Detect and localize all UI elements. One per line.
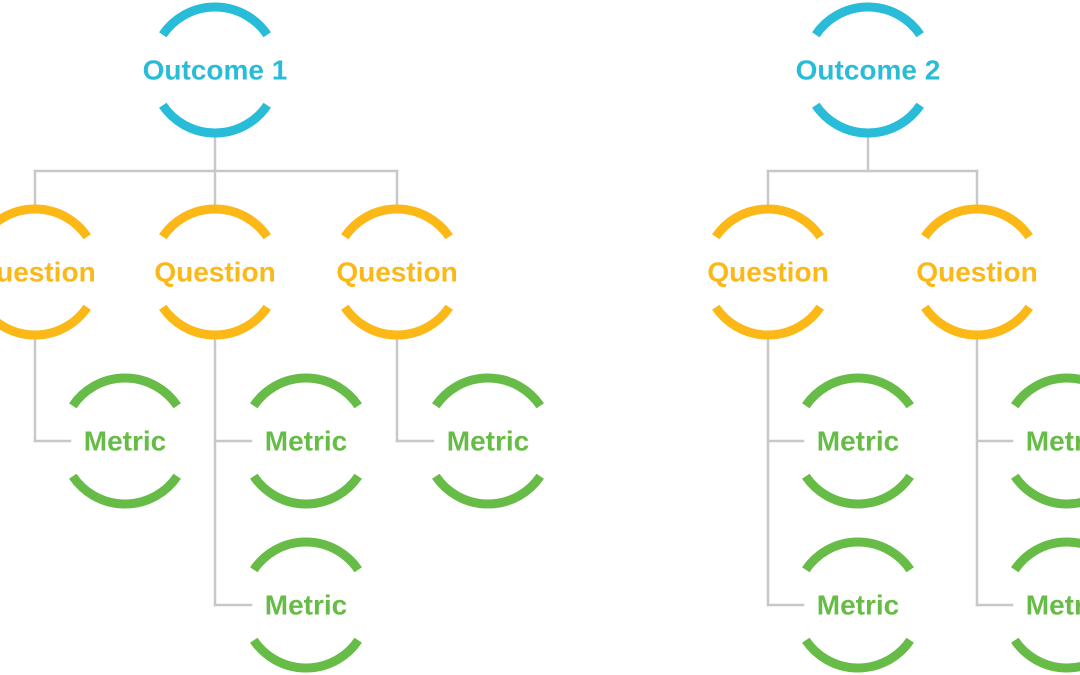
outcome-ring-bottom	[159, 102, 271, 138]
question-node: Question	[336, 204, 458, 340]
metric-node: Metric	[432, 373, 544, 509]
outcome-tree-1: Outcome 1QuestionMetricQuestionMetricMet…	[0, 2, 544, 673]
metric-node: Metric	[802, 373, 914, 509]
question-label: Question	[707, 257, 828, 288]
question-node: Question	[707, 204, 829, 340]
outcome-ring-bottom	[812, 102, 924, 138]
question-node: Question	[916, 204, 1038, 340]
outcome-label: Outcome 2	[796, 55, 941, 86]
connectors	[33, 131, 435, 607]
question-ring-top	[341, 204, 453, 240]
metric-node: Metric	[1011, 537, 1080, 673]
metric-ring-bottom	[250, 637, 362, 673]
outcome-node: Outcome 2	[796, 2, 941, 138]
metric-ring-top	[802, 537, 914, 573]
outcome-label: Outcome 1	[143, 55, 288, 86]
question-label: Question	[154, 257, 275, 288]
question-ring-top	[0, 204, 91, 240]
outcome-node: Outcome 1	[143, 2, 288, 138]
metric-node: Metric	[802, 537, 914, 673]
metric-ring-top	[250, 373, 362, 409]
metric-label: Metric	[265, 590, 347, 621]
metric-label: Metric	[265, 426, 347, 457]
metric-ring-bottom	[1011, 473, 1080, 509]
metric-label: Metric	[84, 426, 166, 457]
question-ring-bottom	[0, 304, 91, 340]
metric-node: Metric	[69, 373, 181, 509]
metric-ring-bottom	[802, 473, 914, 509]
question-ring-bottom	[159, 304, 271, 340]
question-label: Question	[336, 257, 457, 288]
question-label: Question	[0, 257, 96, 288]
metric-ring-bottom	[802, 637, 914, 673]
metric-ring-top	[69, 373, 181, 409]
metric-ring-top	[1011, 373, 1080, 409]
question-ring-bottom	[921, 304, 1033, 340]
connectors	[766, 131, 1014, 607]
question-label: Question	[916, 257, 1037, 288]
question-ring-top	[159, 204, 271, 240]
metric-ring-top	[250, 537, 362, 573]
outcome-ring-top	[159, 2, 271, 38]
metric-node: Metric	[250, 373, 362, 509]
question-node: Question	[0, 204, 96, 340]
metric-node: Metric	[1011, 373, 1080, 509]
metric-label: Metric	[817, 590, 899, 621]
outcome-tree-2: Outcome 2QuestionMetricMetricQuestionMet…	[707, 2, 1080, 673]
metric-ring-top	[432, 373, 544, 409]
metric-ring-bottom	[250, 473, 362, 509]
metric-label: Metric	[447, 426, 529, 457]
question-ring-top	[712, 204, 824, 240]
question-node: Question	[154, 204, 276, 340]
question-ring-top	[921, 204, 1033, 240]
metric-label: Metric	[1026, 590, 1080, 621]
metric-ring-bottom	[69, 473, 181, 509]
metric-node: Metric	[250, 537, 362, 673]
metric-label: Metric	[817, 426, 899, 457]
metric-ring-top	[802, 373, 914, 409]
metric-ring-bottom	[1011, 637, 1080, 673]
metric-ring-top	[1011, 537, 1080, 573]
metric-ring-bottom	[432, 473, 544, 509]
question-ring-bottom	[712, 304, 824, 340]
outcome-ring-top	[812, 2, 924, 38]
question-ring-bottom	[341, 304, 453, 340]
metric-label: Metric	[1026, 426, 1080, 457]
